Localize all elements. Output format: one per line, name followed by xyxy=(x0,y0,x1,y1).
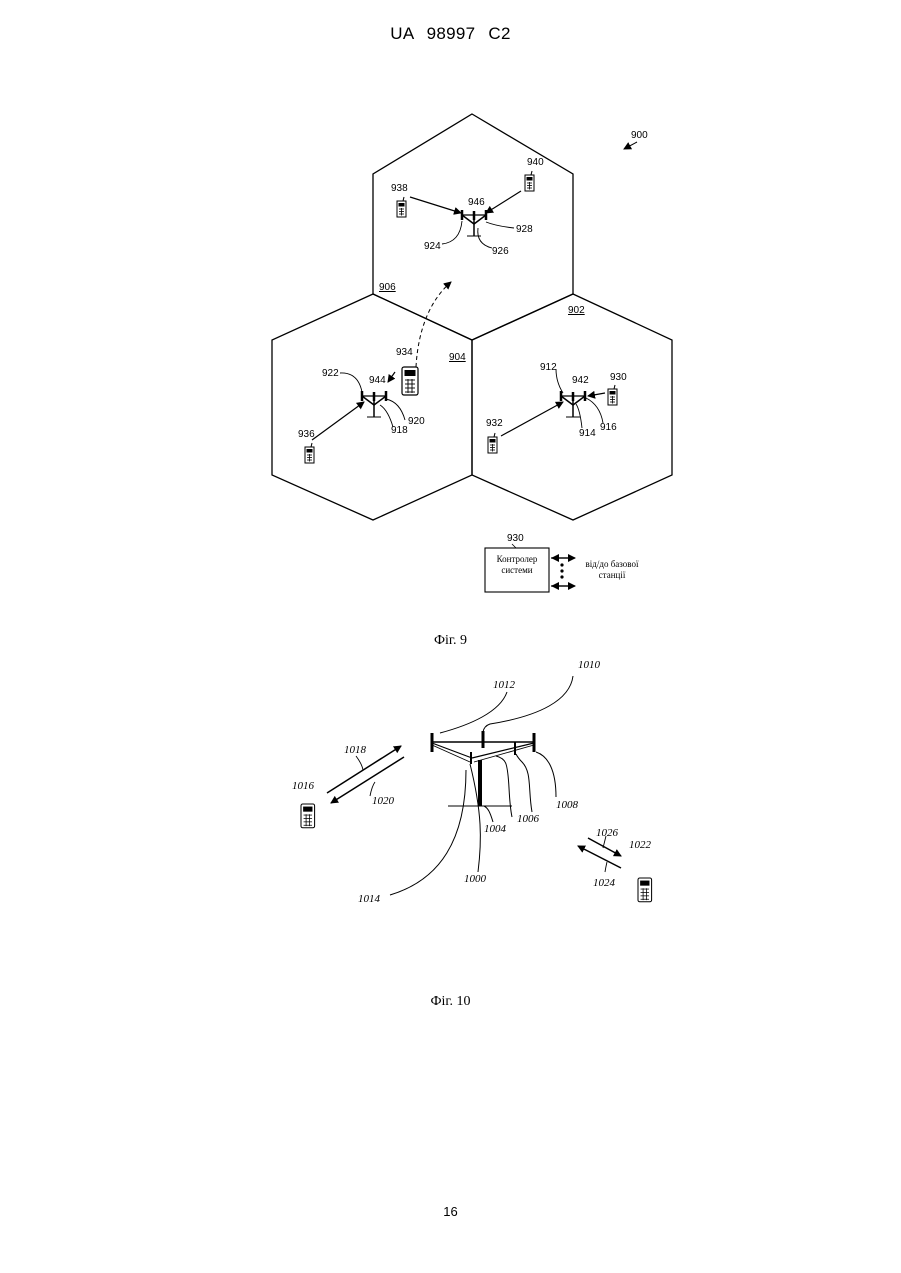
label-1004: 1004 xyxy=(484,823,507,835)
label-924: 924 xyxy=(424,241,441,252)
label-1020: 1020 xyxy=(372,795,395,807)
cell-904 xyxy=(272,294,472,520)
label-944: 944 xyxy=(369,375,386,386)
label-1012: 1012 xyxy=(493,679,516,691)
label-942: 942 xyxy=(572,375,589,386)
fig9-caption: Фіг. 9 xyxy=(0,633,901,649)
label-1008: 1008 xyxy=(556,799,579,811)
label-930: 930 xyxy=(610,372,627,383)
label-1014: 1014 xyxy=(358,893,381,905)
label-1000: 1000 xyxy=(464,873,487,885)
controller-io-label-2: станції xyxy=(599,570,626,580)
label-938: 938 xyxy=(391,183,408,194)
fig10-caption: Фіг. 10 xyxy=(0,994,901,1010)
label-902: 902 xyxy=(568,305,585,316)
label-1016: 1016 xyxy=(292,780,315,792)
mobile-1016 xyxy=(301,804,315,828)
label-912: 912 xyxy=(540,362,557,373)
mobile-1022 xyxy=(638,878,652,902)
label-930-controller: 930 xyxy=(507,533,524,544)
mobile-932 xyxy=(488,433,497,453)
label-934: 934 xyxy=(396,347,413,358)
label-1026: 1026 xyxy=(596,827,619,839)
label-906: 906 xyxy=(379,282,396,293)
label-1010: 1010 xyxy=(578,659,601,671)
cell-902 xyxy=(472,294,672,520)
base-station-942 xyxy=(561,391,585,417)
controller-io-label-1: від/до базової xyxy=(586,559,639,569)
label-946: 946 xyxy=(468,197,485,208)
label-928: 928 xyxy=(516,224,533,235)
fig10-diagram: 1010 1012 1018 1016 1020 1004 1006 1008 … xyxy=(292,659,652,905)
label-920: 920 xyxy=(408,416,425,427)
mobile-930 xyxy=(608,385,617,405)
label-1022: 1022 xyxy=(629,839,652,851)
mobile-934 xyxy=(402,367,418,395)
label-918: 918 xyxy=(391,425,408,436)
controller-label-1: Контролер xyxy=(497,554,538,564)
controller-label-2: системи xyxy=(501,565,532,575)
label-926: 926 xyxy=(492,246,509,257)
label-1024: 1024 xyxy=(593,877,616,889)
base-station-944 xyxy=(362,391,386,417)
label-940: 940 xyxy=(527,157,544,168)
label-1006: 1006 xyxy=(517,813,540,825)
cell-906 xyxy=(373,114,573,340)
mobile-936 xyxy=(305,443,314,463)
label-900: 900 xyxy=(631,130,648,141)
base-station-946 xyxy=(462,210,486,236)
label-1018: 1018 xyxy=(344,744,367,756)
label-916: 916 xyxy=(600,422,617,433)
fig9-diagram: 900 906 904 902 938 940 946 928 924 926 … xyxy=(272,114,672,592)
label-932: 932 xyxy=(486,418,503,429)
mobile-938 xyxy=(397,197,406,217)
label-922: 922 xyxy=(322,368,339,379)
label-904: 904 xyxy=(449,352,466,363)
label-914: 914 xyxy=(579,428,596,439)
label-936: 936 xyxy=(298,429,315,440)
mobile-940 xyxy=(525,171,534,191)
page-number: 16 xyxy=(0,1204,901,1219)
